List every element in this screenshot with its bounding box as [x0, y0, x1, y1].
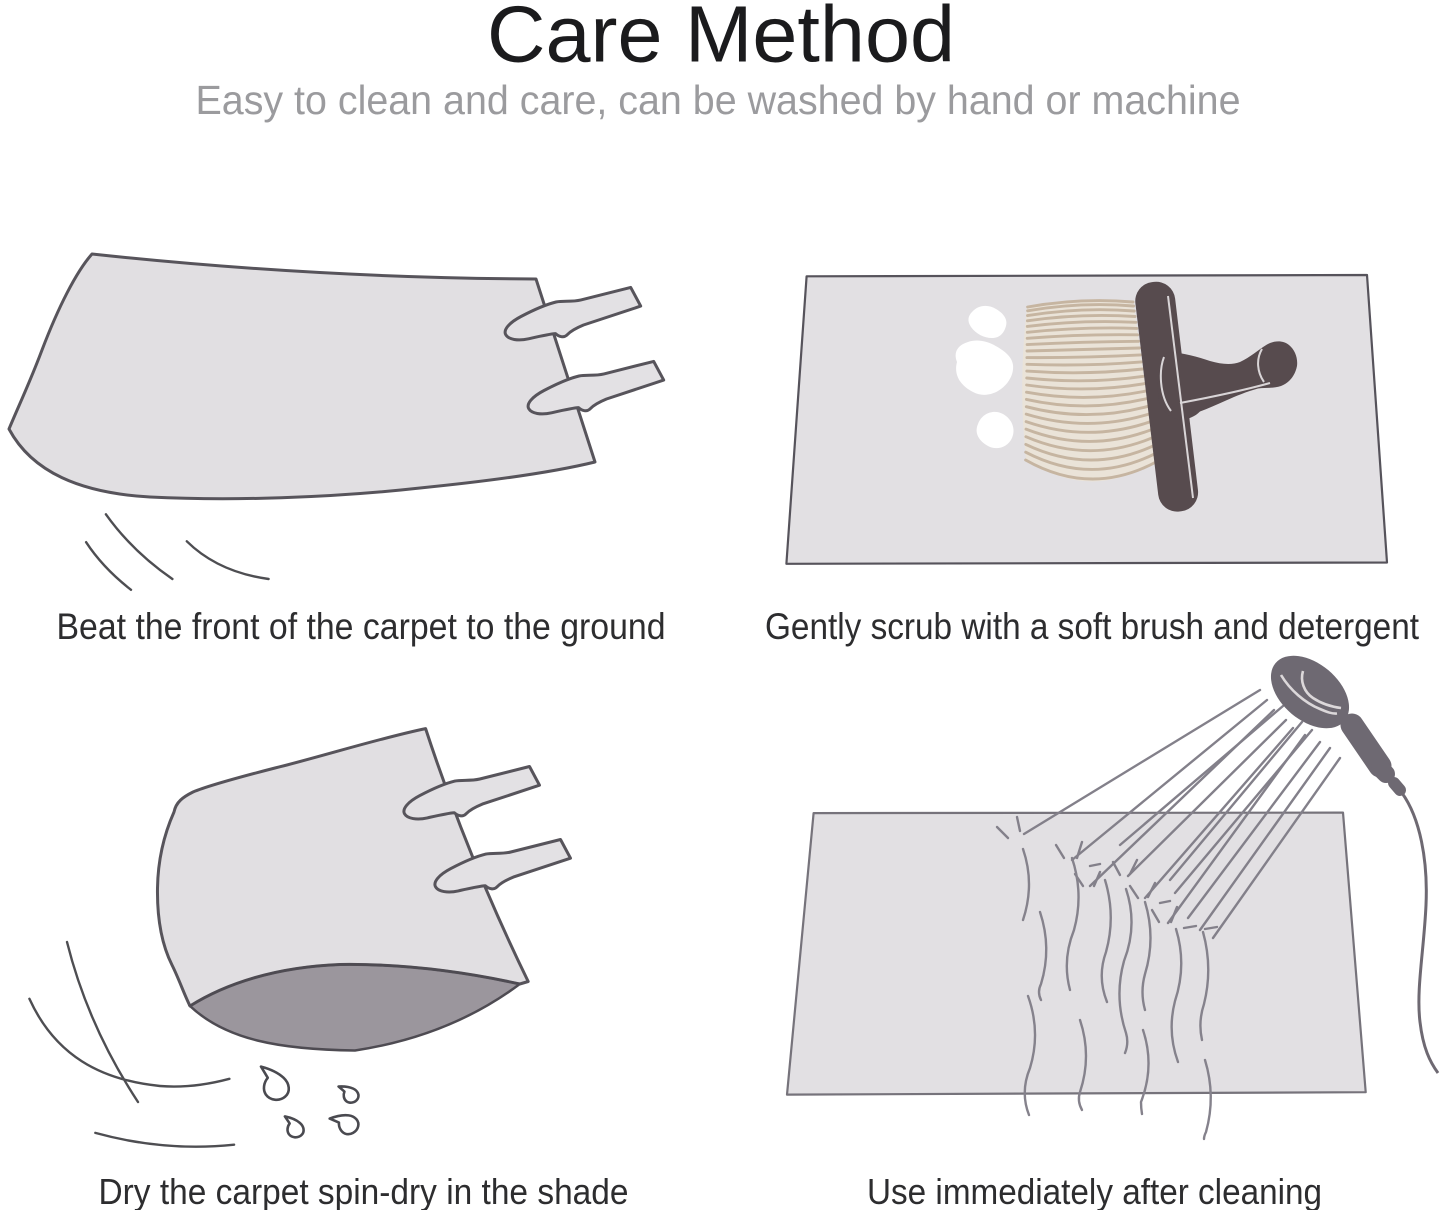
svg-text:Use immediately after cleaning: Use immediately after cleaning — [867, 1171, 1322, 1210]
svg-text:Beat the front of the carpet t: Beat the front of the carpet to the grou… — [57, 606, 666, 647]
svg-text:Gently scrub with a soft brush: Gently scrub with a soft brush and deter… — [765, 606, 1420, 647]
svg-text:Easy to clean and care, can be: Easy to clean and care, can be washed by… — [196, 77, 1241, 123]
svg-text:Care Method: Care Method — [487, 0, 955, 79]
svg-text:Dry the carpet spin-dry in the: Dry the carpet spin-dry in the shade — [99, 1171, 629, 1210]
